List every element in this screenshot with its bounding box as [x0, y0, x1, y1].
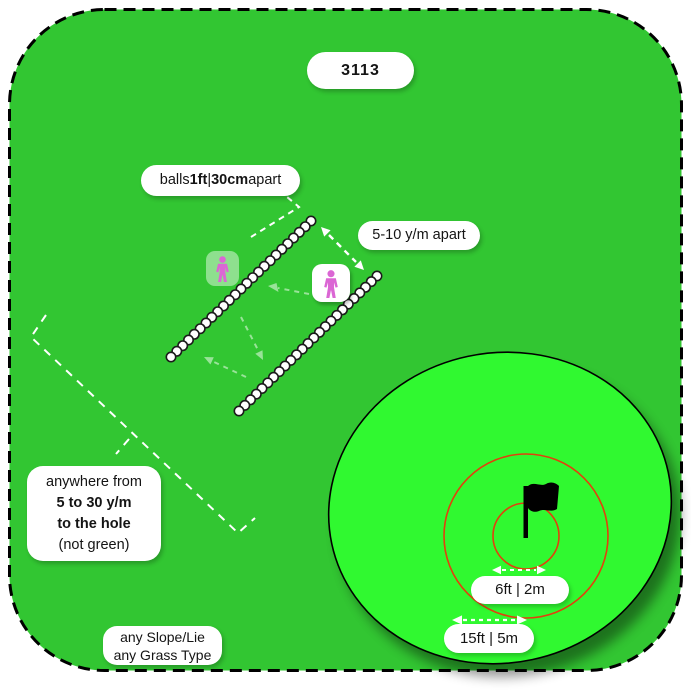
ball-dot [165, 351, 177, 363]
player-left [206, 251, 239, 286]
ball-lines [165, 215, 383, 417]
distance-line3: to the hole [57, 515, 131, 532]
distance-line4: (not green) [58, 536, 130, 553]
person-icon [324, 270, 338, 299]
line-spacing-arrow [321, 227, 364, 270]
drill-number-badge: 3113 [307, 52, 414, 89]
putting-green [327, 351, 673, 665]
inner-ring-label: 6ft | 2m [471, 576, 569, 604]
conditions-line2: any Grass Type [113, 646, 212, 663]
balls-label-sep: | [207, 171, 212, 188]
person-icon [216, 256, 229, 282]
flag-icon [523, 482, 559, 538]
distance-path-tick [115, 438, 130, 455]
player-right [312, 264, 352, 305]
balls-label-ft: 1ft [189, 171, 208, 188]
outer-ring-label: 15ft | 5m [444, 624, 534, 653]
putting-green-group [327, 351, 681, 677]
balls-label-text: balls [159, 171, 190, 188]
balls-label-apart: apart [248, 171, 282, 188]
outer-radius-arrow [452, 615, 527, 625]
inner-radius-arrow [492, 565, 546, 575]
distance-line1: anywhere from [46, 473, 142, 490]
ball-dot [233, 405, 245, 417]
balls-label-cm: 30cm [211, 171, 249, 188]
movement-arrows [204, 283, 310, 378]
distance-to-hole-label: anywhere from 5 to 30 y/m to the hole (n… [27, 466, 161, 561]
outer-ring [443, 453, 609, 619]
line-spacing-label: 5-10 y/m apart [358, 221, 480, 250]
outer-ring-text: 15ft | 5m [459, 629, 519, 647]
inner-ring-text: 6ft | 2m [495, 581, 545, 598]
distance-path [29, 314, 256, 535]
line-spacing-text: 5-10 y/m apart [372, 226, 466, 243]
drill-number: 3113 [341, 61, 380, 79]
conditions-label: any Slope/Lie any Grass Type [103, 626, 222, 665]
conditions-line1: any Slope/Lie [120, 628, 205, 645]
balls-spacing-label: balls 1ft | 30cm apart [141, 165, 300, 196]
distance-line2: 5 to 30 y/m [56, 494, 132, 511]
